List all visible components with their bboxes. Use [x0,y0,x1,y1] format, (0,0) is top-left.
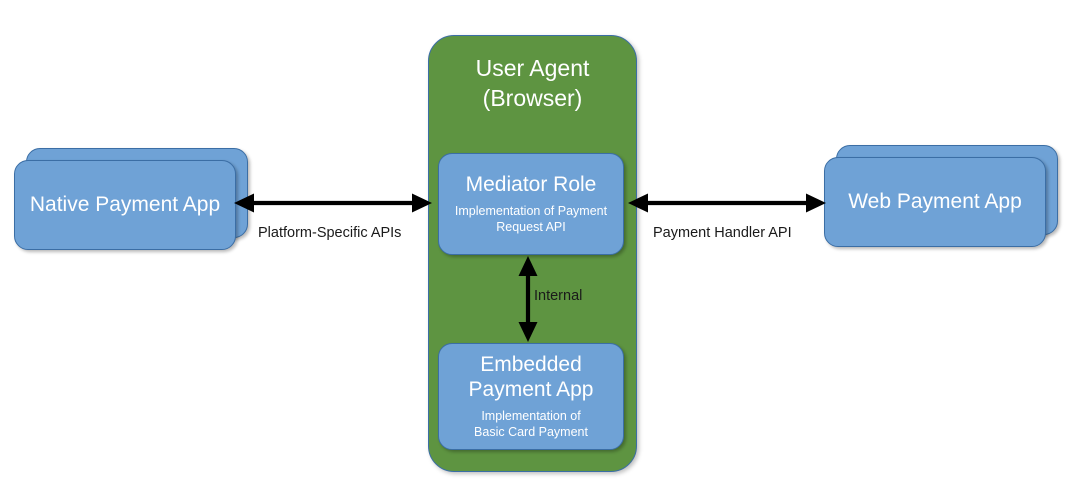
user-agent-title: User Agent (Browser) [429,53,636,114]
connector-payment-handler-api-arrow [628,193,826,213]
connector-internal-label: Internal [534,288,583,304]
embedded-payment-app-title-line-2: Payment App [468,377,594,401]
connector-payment-handler-api-label: Payment Handler API [653,225,792,241]
web-payment-app-front-sheet: Web Payment App [824,157,1046,247]
embedded-payment-app-subtitle: Implementation of Basic Card Payment [474,408,588,441]
mediator-role-subtitle-line-2: Request API [496,219,566,234]
node-web-payment-app[interactable]: Web Payment App [824,145,1072,259]
mediator-role-subtitle: Implementation of Payment Request API [455,203,607,236]
connector-platform-specific-apis-arrow [234,193,432,213]
mediator-role-title-line-1: Mediator Role [465,172,597,196]
mediator-role-title: Mediator Role [466,173,597,198]
user-agent-title-line-1: User Agent [475,55,590,81]
connector-platform-specific-apis-label: Platform-Specific APIs [258,225,402,241]
native-payment-app-front-sheet: Native Payment App [14,160,236,250]
web-payment-app-label: Web Payment App [848,189,1022,213]
embedded-payment-app-title: Embedded Payment App [469,353,594,403]
node-mediator-role[interactable]: Mediator Role Implementation of Payment … [438,153,624,255]
mediator-role-subtitle-line-1: Implementation of Payment [454,203,608,218]
connector-internal-arrow [518,256,538,342]
user-agent-title-line-2: (Browser) [482,85,583,112]
node-user-agent-browser[interactable]: User Agent (Browser) Mediator Role Imple… [428,35,637,472]
node-native-payment-app[interactable]: Native Payment App [14,148,262,262]
embedded-payment-app-subtitle-line-2: Basic Card Payment [474,424,588,439]
node-embedded-payment-app[interactable]: Embedded Payment App Implementation of B… [438,343,624,450]
embedded-payment-app-subtitle-line-1: Implementation of [481,408,581,423]
embedded-payment-app-title-line-1: Embedded [480,352,582,376]
native-payment-app-label: Native Payment App [29,192,221,216]
